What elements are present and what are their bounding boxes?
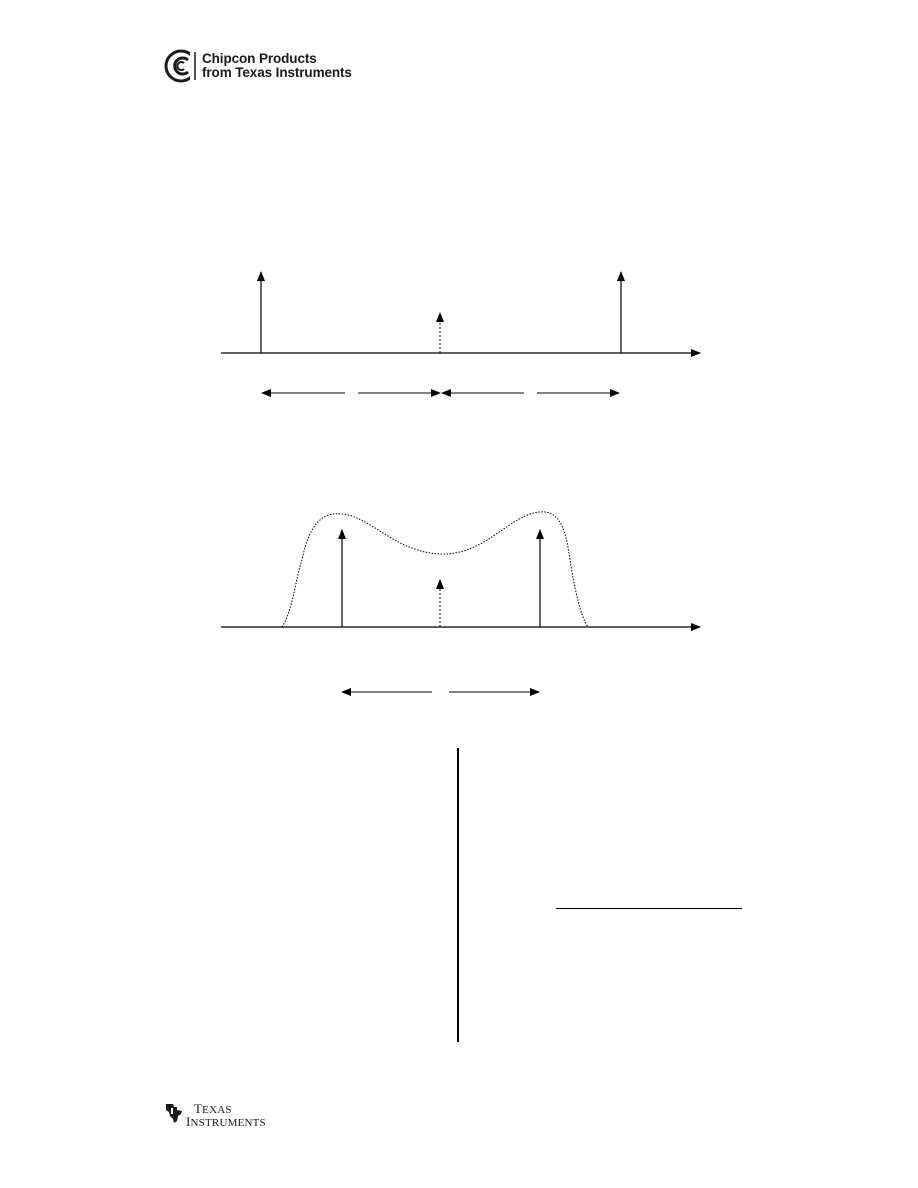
chipcon-cc-logo-icon: [164, 49, 198, 83]
ti-logo-line-2: INSTRUMENTS: [186, 1114, 266, 1129]
filter-envelope-curve: [281, 511, 589, 628]
fraction-rule-line: [556, 908, 742, 909]
texas-instruments-footer-logo: TEXAS INSTRUMENTS: [164, 1101, 266, 1129]
chipcon-header-logo: Chipcon Products from Texas Instruments: [164, 48, 352, 84]
spectrum-diagram-top: [221, 271, 701, 397]
brand-line-2: from Texas Instruments: [202, 65, 352, 80]
brand-line-1: Chipcon Products: [202, 51, 317, 66]
column-divider-line: [457, 748, 459, 1042]
ti-logo-line-1: TEXAS: [194, 1101, 232, 1116]
spectrum-diagram-bottom: [221, 511, 701, 696]
texas-instruments-logo-icon: [166, 1104, 182, 1123]
